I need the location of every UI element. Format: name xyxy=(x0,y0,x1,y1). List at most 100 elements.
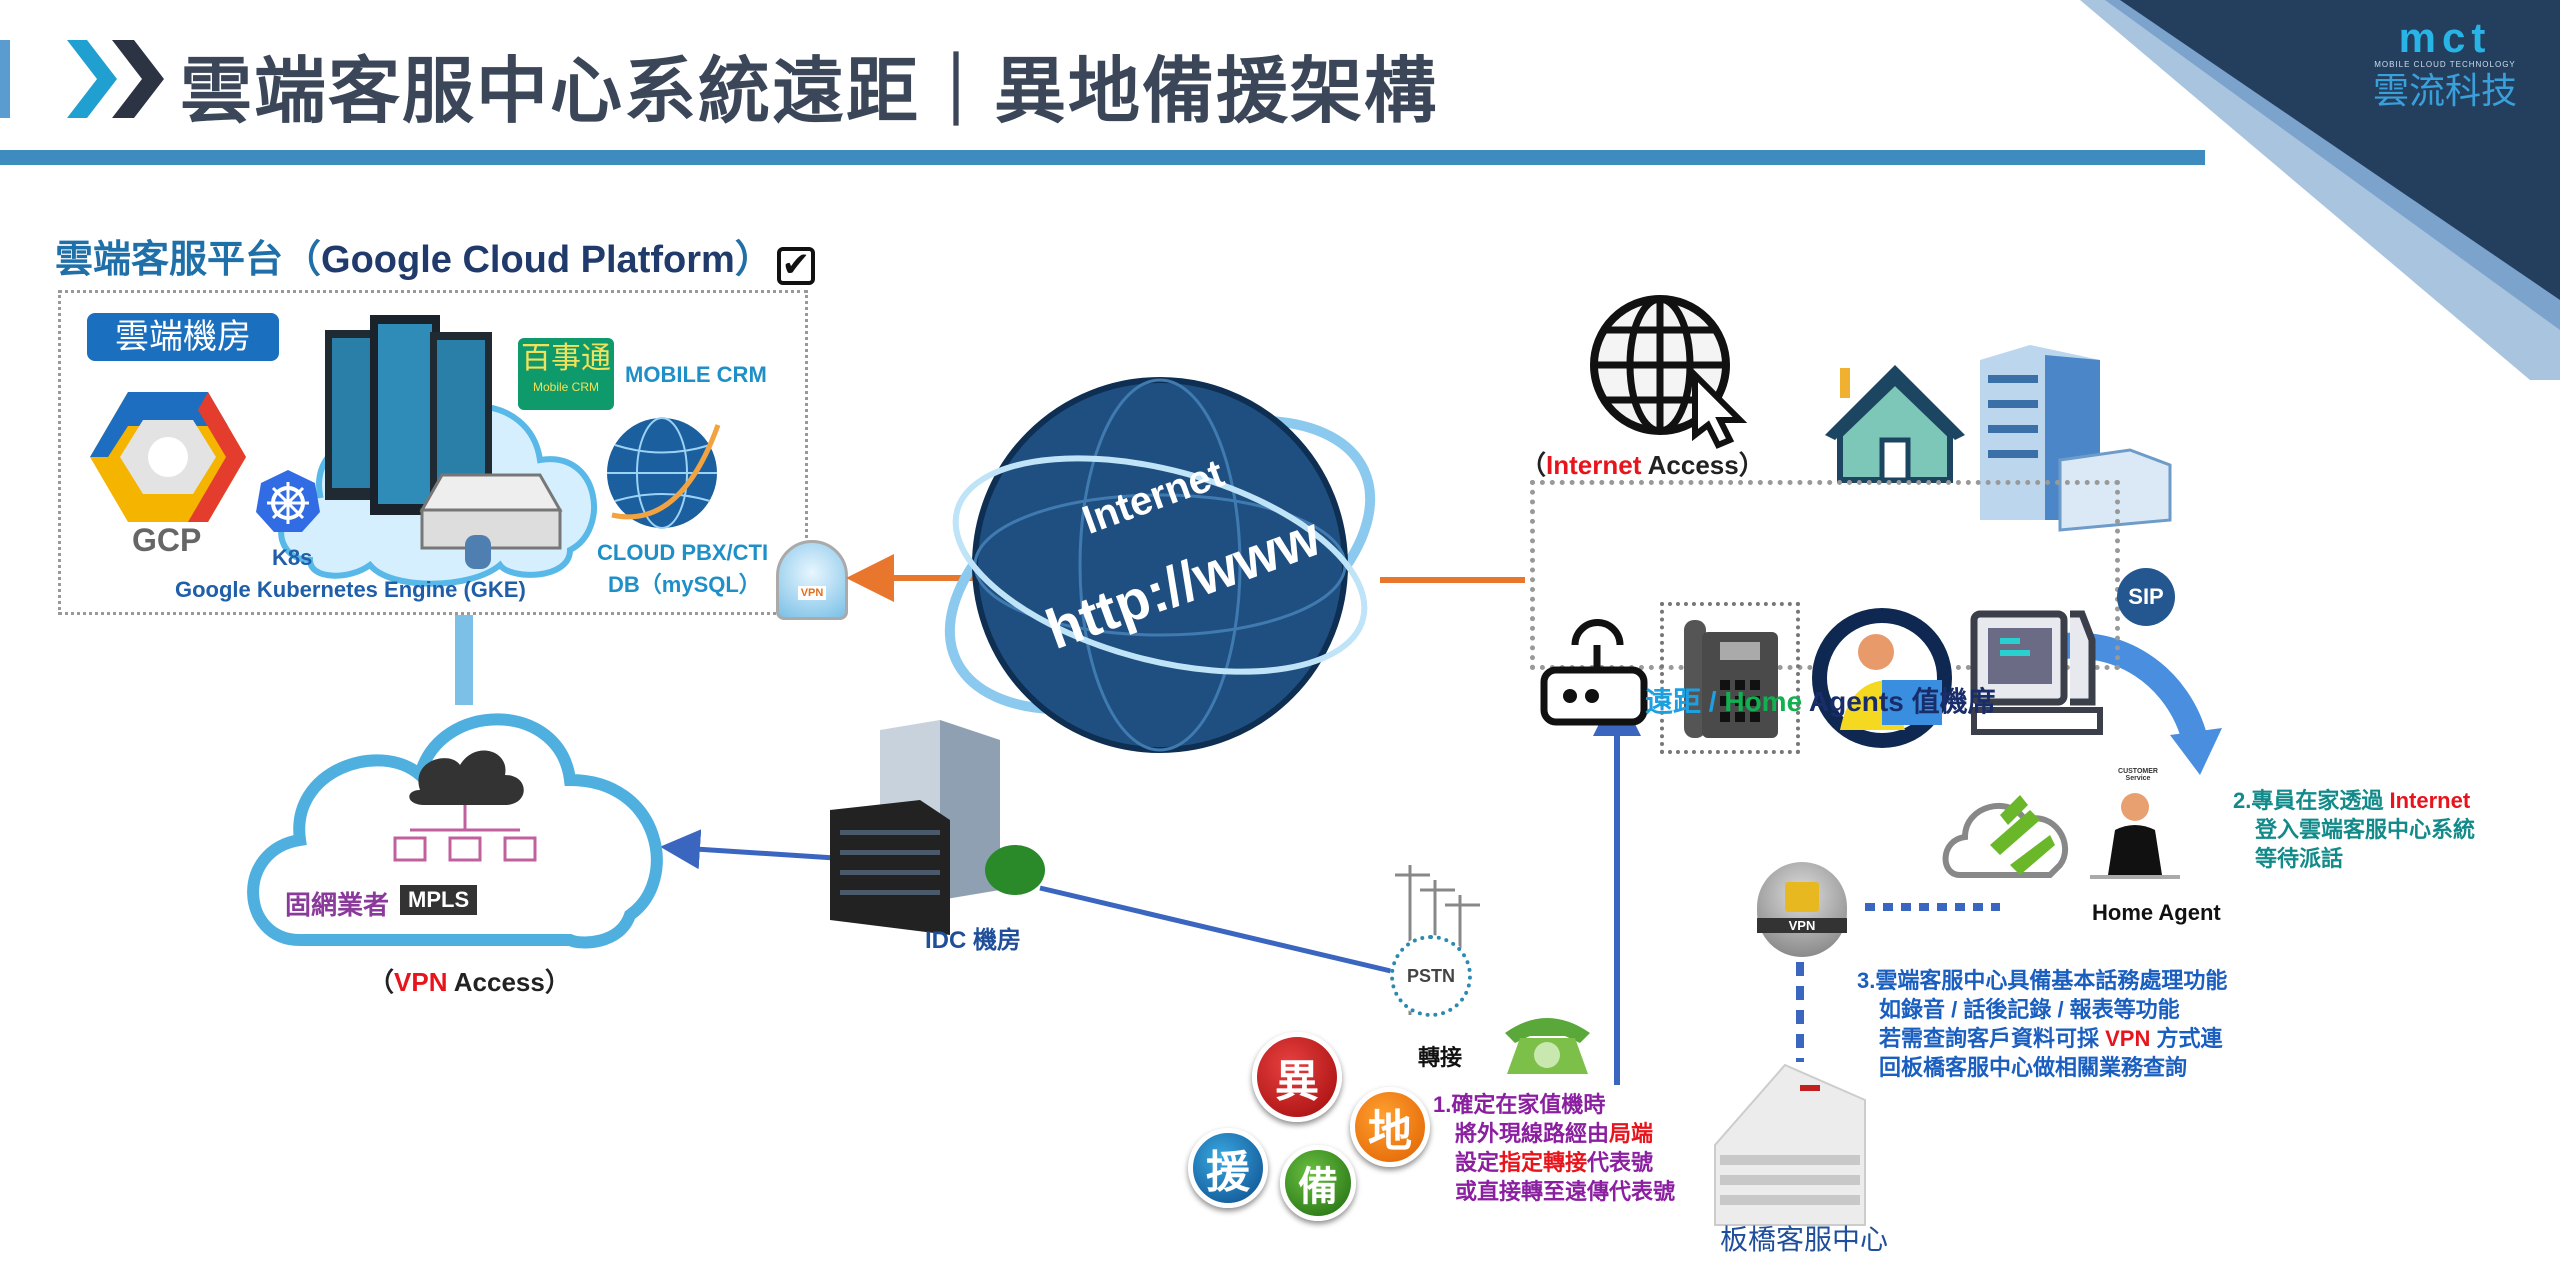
note3-l3a: 若需查詢客戶資料可採 xyxy=(1879,1026,2106,1051)
page-title: 雲端客服中心系統遠距｜異地備援架構 xyxy=(180,52,1439,132)
ip-phone-icon xyxy=(1660,602,1800,754)
kubernetes-icon xyxy=(256,470,320,532)
note1-l3c: 代表號 xyxy=(1587,1150,1654,1175)
vpn-access-label: （VPN Access） xyxy=(368,962,571,999)
carrier-label: 固網業者 xyxy=(285,890,390,920)
idc-datacenter-icon xyxy=(830,720,1045,935)
mobile-crm-label: MOBILE CRM xyxy=(625,362,767,387)
note3-l3c: 方式連 xyxy=(2150,1026,2223,1051)
section-suffix: ） xyxy=(734,239,773,281)
cloud-datacenter-badge: 雲端機房 xyxy=(87,313,279,361)
cloud-pbx-globe-icon xyxy=(607,417,721,529)
note-3: 3.雲端客服中心具備基本話務處理功能 如錄音 / 話後記錄 / 報表等功能 若需… xyxy=(1857,966,2227,1082)
header-accent-block xyxy=(0,40,10,118)
note1-line2: 將外現線路經由局端 xyxy=(1433,1119,1675,1148)
office-building-icon xyxy=(1980,345,2172,532)
backup-char-yuan: 援 xyxy=(1188,1128,1268,1208)
vpn-badge-label: VPN xyxy=(1757,918,1847,933)
note1-line1: 1.確定在家值機時 xyxy=(1433,1092,1606,1117)
internet-globe-icon xyxy=(944,377,1376,753)
access-word: Access xyxy=(1641,450,1739,480)
home-word: Home xyxy=(1724,686,1809,717)
note3-line4: 回板橋客服中心做相關業務查詢 xyxy=(1879,1055,2188,1080)
desk-phone-icon xyxy=(1684,620,1778,738)
paren: （ xyxy=(368,967,395,997)
customer-service-agent-icon xyxy=(2090,793,2180,879)
idc-label: IDC 機房 xyxy=(925,927,1021,954)
vpn-label: VPN xyxy=(797,586,827,600)
note1-line4: 或直接轉至遠傳代表號 xyxy=(1455,1179,1676,1204)
backup-char-bei: 備 xyxy=(1280,1145,1356,1221)
sip-badge: SIP xyxy=(2117,568,2175,626)
company-logo: mct MOBILE CLOUD TECHNOLOGY 雲流科技 xyxy=(2355,16,2535,113)
gcp-label: GCP xyxy=(132,522,202,558)
logo-sub: MOBILE CLOUD TECHNOLOGY xyxy=(2374,60,2516,69)
web-globe-cursor-icon xyxy=(1590,295,1748,449)
green-phone-icon xyxy=(1505,1018,1590,1074)
crm-logo-text: 百事通 xyxy=(521,342,611,375)
internet-word: Internet xyxy=(1546,450,1642,480)
access-word: Access xyxy=(447,967,545,997)
note3-line1: 3.雲端客服中心具備基本話務處理功能 xyxy=(1857,968,2228,993)
paren: （ xyxy=(1520,450,1547,480)
logo-cn: 雲流科技 xyxy=(2372,70,2517,111)
mobile-crm-logo: 百事通 Mobile CRM xyxy=(518,338,614,410)
vpn-word: VPN xyxy=(394,967,448,997)
checkbox-checked-icon: ✔ xyxy=(776,247,815,285)
router-icon xyxy=(1540,619,1648,726)
note1-l3a: 設定 xyxy=(1455,1150,1500,1175)
crm-logo-sub: Mobile CRM xyxy=(532,380,599,394)
remote-word: 遠距 / xyxy=(1645,686,1725,717)
note3-line2: 如錄音 / 話後記錄 / 報表等功能 xyxy=(1879,997,2180,1022)
banqiao-building-icon xyxy=(1714,1063,1866,1226)
home-icon xyxy=(1825,365,1965,483)
backup-char-yi: 異 xyxy=(1252,1032,1342,1122)
note3-l3b: VPN xyxy=(2105,1026,2151,1051)
pstn-bubble: PSTN xyxy=(1390,935,1472,1017)
section-prefix: 雲端客服平台（ xyxy=(55,239,322,281)
note1-l2a: 將外現線路經由 xyxy=(1455,1121,1610,1146)
gcp-logo-icon xyxy=(90,392,246,522)
gcp-section-title: 雲端客服平台（Google Cloud Platform）✔ xyxy=(55,228,815,285)
vpn-lock-badge: VPN xyxy=(1757,862,1847,957)
k8s-label: K8s xyxy=(272,545,313,570)
note2-line2: 登入雲端客服中心系統 xyxy=(2255,817,2476,842)
note2-line3: 等待派話 xyxy=(2255,846,2344,871)
db-label: DB（mySQL） xyxy=(608,572,761,597)
note-2: 2.專員在家透過 Internet 登入雲端客服中心系統 等待派話 xyxy=(2233,786,2475,873)
note1-l2b: 局端 xyxy=(1609,1121,1654,1146)
section-en: Google Cloud Platform xyxy=(321,239,735,281)
transfer-label: 轉接 xyxy=(1418,1045,1463,1070)
paren: ） xyxy=(1738,450,1765,480)
note2-l1b: Internet xyxy=(2389,788,2471,813)
chevrons-icon xyxy=(67,40,164,118)
note-1: 1.確定在家值機時 將外現線路經由局端 設定指定轉接代表號 或直接轉至遠傳代表號 xyxy=(1433,1090,1675,1206)
cloud-servers-icon xyxy=(278,315,597,587)
mpls-badge: MPLS xyxy=(400,885,478,915)
customer-service-text: CUSTOMER Service xyxy=(2118,768,2158,782)
home-agents-label: 遠距 / Home Agents 值機席 xyxy=(1645,680,1996,720)
backup-char-di: 地 xyxy=(1350,1087,1430,1167)
paren: ） xyxy=(544,967,571,997)
agents-word: Agents 值機席 xyxy=(1808,686,1996,717)
padlock-icon xyxy=(1785,882,1819,912)
banqiao-label: 板橋客服中心 xyxy=(1720,1224,1889,1255)
internet-access-label: （Internet Access） xyxy=(1520,445,1765,482)
note2-l1a: 2.專員在家透過 xyxy=(2233,788,2390,813)
note1-line3: 設定指定轉接代表號 xyxy=(1433,1148,1675,1177)
home-agent-label: Home Agent xyxy=(2092,900,2221,925)
agent-gear-icon xyxy=(1812,608,1952,748)
logo-mark: mct xyxy=(2398,14,2492,61)
gke-label: Google Kubernetes Engine (GKE) xyxy=(175,577,526,602)
gcp-container xyxy=(58,290,808,615)
note2-line1: 2.專員在家透過 Internet xyxy=(2233,786,2475,815)
note1-l3b: 指定轉接 xyxy=(1499,1150,1588,1175)
corner-decoration xyxy=(2080,0,2560,380)
note3-line3: 若需查詢客戶資料可採 VPN 方式連 xyxy=(1857,1024,2227,1053)
mpls-cloud-icon xyxy=(247,713,663,949)
title-bar xyxy=(0,150,2205,165)
computer-icon xyxy=(1970,610,2103,735)
vpn-gateway-icon: VPN xyxy=(776,540,848,620)
green-cloud-icon xyxy=(1942,795,2068,878)
